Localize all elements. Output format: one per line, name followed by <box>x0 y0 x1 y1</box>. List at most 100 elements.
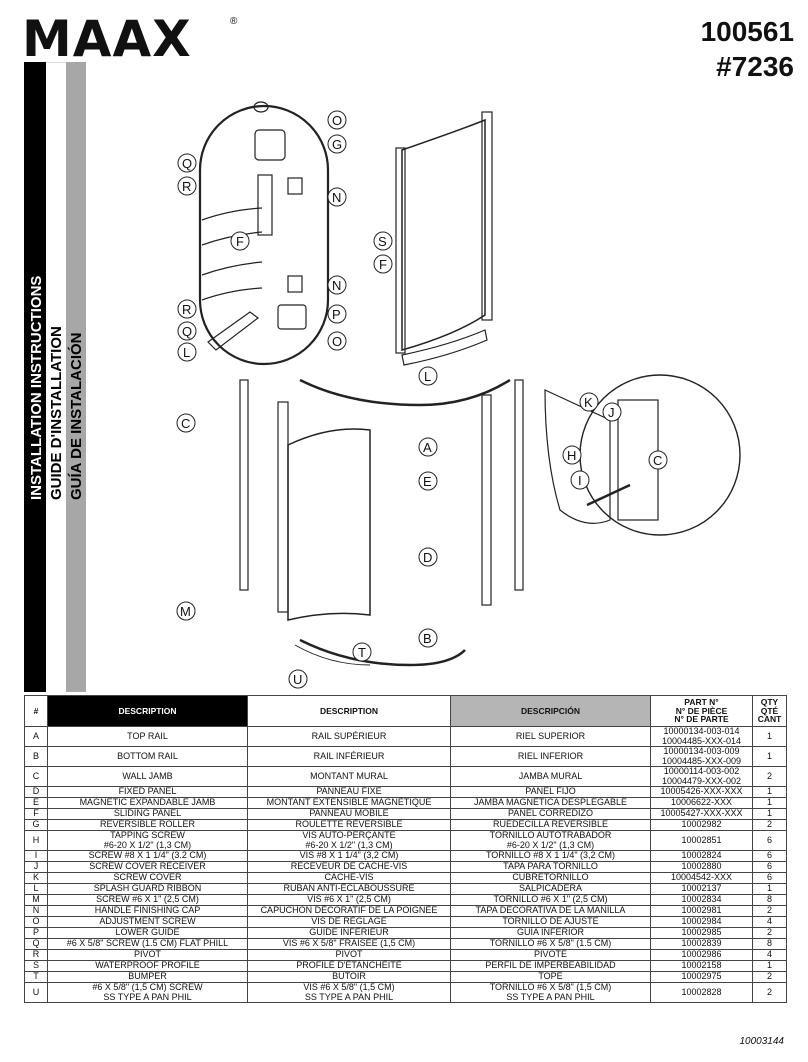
cell-fr: VIS #6 X 1" (2,5 CM) <box>247 894 451 906</box>
callout-C2: C <box>181 416 190 431</box>
screw-detail-bubble <box>544 389 611 524</box>
model-code: #7236 <box>716 51 794 82</box>
maax-logo: MAAX <box>22 10 192 68</box>
model-number: 100561 <box>700 16 794 47</box>
title-en: INSTALLATION INSTRUCTIONS <box>28 275 45 500</box>
cell-en: HANDLE FINISHING CAP <box>47 905 248 917</box>
cell-es: GUÍA INFERIOR <box>450 927 651 939</box>
cell-es: TORNILLO #6 X 5/8" (1.5 CM) <box>450 938 651 950</box>
cell-fr: RECEVEUR DE CACHE-VIS <box>247 861 451 873</box>
detail-adjust-screw <box>253 101 269 113</box>
cell-en: SCREW #6 X 1" (2,5 CM) <box>47 894 248 906</box>
cell-part: 10005426-XXX-XXX <box>650 786 753 798</box>
cell-qty: 1 <box>752 808 787 820</box>
callout-R: R <box>182 179 191 194</box>
cell-en: TAPPING SCREW#6-20 X 1/2" (1,3 CM) <box>47 830 248 851</box>
cell-num: E <box>24 797 48 809</box>
cell-num: D <box>24 786 48 798</box>
detail-cap-bottom <box>287 275 303 293</box>
callout-F: F <box>236 234 244 249</box>
cell-en: BUMPER <box>47 971 248 983</box>
cell-fr: MONTANT MURAL <box>247 766 451 787</box>
cell-es: TORNILLO #8 X 1 1/4" (3,2 CM) <box>450 850 651 862</box>
top-rail <box>299 378 511 407</box>
cell-fr: ROULETTE RÉVERSIBLE <box>247 819 451 831</box>
callout-K: K <box>584 395 593 410</box>
bottom-splash <box>294 644 371 666</box>
cell-part: 10002985 <box>650 927 753 939</box>
cell-part: 10002137 <box>650 883 753 895</box>
waterproof-profile <box>395 147 406 354</box>
callout-G: G <box>332 137 342 152</box>
cell-es: RIEL SUPERIOR <box>450 726 651 747</box>
callout-I: I <box>578 473 582 488</box>
detail-splash-ribbon <box>207 311 259 351</box>
title-bar-es <box>66 62 86 692</box>
cell-qty: 4 <box>752 916 787 928</box>
cell-en: REVERSIBLE ROLLER <box>47 819 248 831</box>
cell-qty: 2 <box>752 927 787 939</box>
cell-en: LOWER GUIDE <box>47 927 248 939</box>
cell-es: RUEDECILLA REVERSIBLE <box>450 819 651 831</box>
cell-num: M <box>24 894 48 906</box>
header-qty: QTY QTÉ CANT <box>752 695 787 727</box>
callouts: O G Q R N F N R P Q O L S F L K J H C I … <box>176 110 668 689</box>
header-es: DESCRIPCIÓN <box>450 695 651 727</box>
cell-num: C <box>24 766 48 787</box>
exploded-diagram: O G Q R N F N R P Q O L S F L K J H C I … <box>176 101 741 689</box>
wall-jamb-right <box>514 379 524 591</box>
cell-fr: VIS DE RÉGLAGE <box>247 916 451 928</box>
cell-es: PIVOTE <box>450 949 651 961</box>
callout-L2: L <box>424 369 431 384</box>
model-block: 100561 #7236 <box>701 14 794 84</box>
cell-fr: MONTANT EXTENSIBLE MAGNÉTIQUE <box>247 797 451 809</box>
detail-cap-top <box>287 177 303 195</box>
cell-part: 10004542-XXX <box>650 872 753 884</box>
cell-en: FIXED PANEL <box>47 786 248 798</box>
cell-en: WATERPROOF PROFILE <box>47 960 248 972</box>
cell-qty: 2 <box>752 766 787 787</box>
cell-num: U <box>24 982 48 1003</box>
cell-fr: CAPUCHON DÉCORATIF DE LA POIGNÉE <box>247 905 451 917</box>
cell-qty: 6 <box>752 830 787 851</box>
cell-qty: 1 <box>752 746 787 767</box>
cell-part: 10005427-XXX-XXX <box>650 808 753 820</box>
callout-C: C <box>653 453 662 468</box>
cell-part: 10002824 <box>650 850 753 862</box>
callout-N2: N <box>332 278 341 293</box>
callout-O2: O <box>332 334 342 349</box>
cell-en: ADJUSTMENT SCREW <box>47 916 248 928</box>
cell-part: 10002834 <box>650 894 753 906</box>
header-part: PART N° N° DE PIÈCE N° DE PARTE <box>650 695 753 727</box>
cell-num: B <box>24 746 48 767</box>
detail-panel-curves <box>201 207 263 301</box>
detail-guide <box>277 304 307 330</box>
cell-num: R <box>24 949 48 961</box>
cell-fr: PROFILÉ D'ÉTANCHÉITÉ <box>247 960 451 972</box>
cell-qty: 1 <box>752 797 787 809</box>
parts-table-header: # DESCRIPTION DESCRIPTION DESCRIPCIÓN PA… <box>24 695 787 727</box>
cell-qty: 1 <box>752 883 787 895</box>
callout-L: L <box>183 345 190 360</box>
cell-part: 10002986 <box>650 949 753 961</box>
assembled-jamb <box>481 111 493 321</box>
assembled-splash <box>401 329 488 366</box>
wall-jamb-left <box>239 379 249 591</box>
sliding-panel-assembled <box>401 118 486 351</box>
cell-es: TOPE <box>450 971 651 983</box>
cell-fr: VIS #8 X 1 1/4" (3,2 CM) <box>247 850 451 862</box>
cell-es: TORNILLO DE AJUSTE <box>450 916 651 928</box>
cell-num: H <box>24 830 48 851</box>
cell-es: PANEL CORREDIZO <box>450 808 651 820</box>
